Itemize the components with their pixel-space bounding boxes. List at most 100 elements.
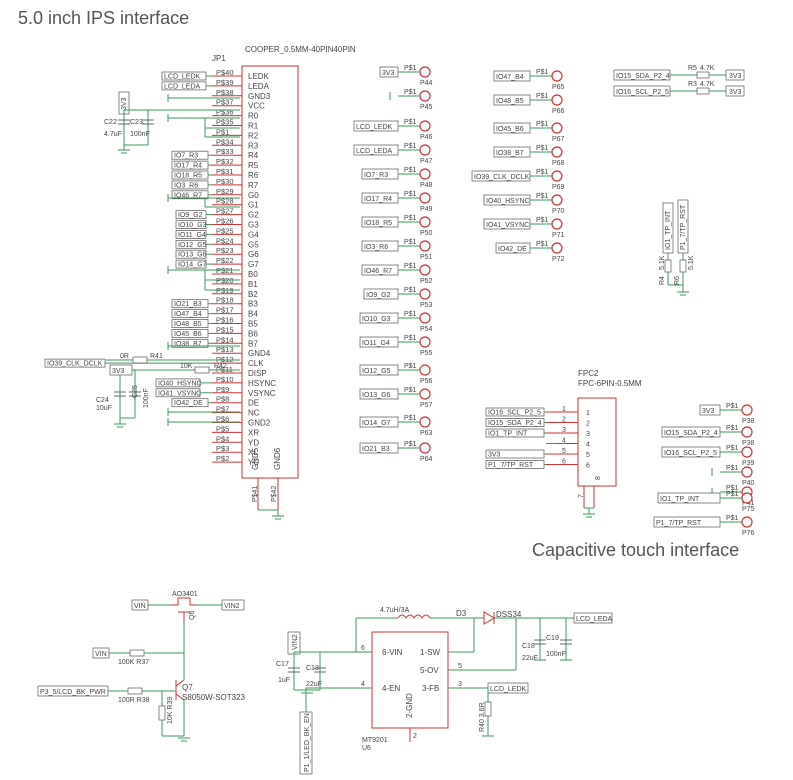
tp-name: P63 xyxy=(420,430,433,437)
title-main: 5.0 inch IPS interface xyxy=(18,8,189,28)
tp-net-label: IO21_B3 xyxy=(362,446,390,453)
jp1-pin-name: B4 xyxy=(248,310,258,319)
jp1-pin-name: G4 xyxy=(248,230,259,239)
svg-text:10uF: 10uF xyxy=(96,405,112,412)
net-label: IO11_G4 xyxy=(178,232,206,239)
svg-text:4.7K: 4.7K xyxy=(700,81,715,88)
boost-converter: VIN2 4.7uH/3A D3 DSS34 LCD_LEDA C19 C18 … xyxy=(276,607,613,775)
tp-name: P48 xyxy=(420,182,433,189)
svg-text:1-SW: 1-SW xyxy=(420,648,440,657)
svg-text:R42: R42 xyxy=(214,363,227,370)
svg-text:3V3: 3V3 xyxy=(729,89,742,96)
test-point xyxy=(419,388,431,400)
tp-net-label: IO48_B5 xyxy=(496,98,524,105)
net-label: IO48_B5 xyxy=(174,321,202,328)
jp1-pin-name: XR xyxy=(248,428,259,437)
jp1-pin-name: G3 xyxy=(248,221,259,230)
net-label: IO12_G5 xyxy=(178,242,207,249)
svg-text:R40 3.6R: R40 3.6R xyxy=(479,702,486,732)
jp1-p42: P$42 xyxy=(271,486,278,502)
tp-net-label: P1_7/TP_RST xyxy=(656,520,702,527)
jp1-pin-name: B6 xyxy=(248,329,258,338)
jp1-pin-name: R7 xyxy=(248,181,259,190)
tp-pad: P$1 xyxy=(404,311,417,318)
tp-pad: P$1 xyxy=(404,89,417,96)
test-point xyxy=(419,288,431,300)
svg-text:100nF: 100nF xyxy=(130,131,150,138)
test-point xyxy=(419,442,431,454)
net-label: IO42_DE xyxy=(174,400,203,407)
jp1-pin-number: P$33 xyxy=(216,147,234,156)
tp-pad: P$1 xyxy=(404,387,417,394)
jp1-gnd5: GND5 xyxy=(251,447,260,470)
tp-name: P52 xyxy=(420,278,433,285)
jp1-pin-number: P$34 xyxy=(216,137,234,146)
net-label: LCD_LEDA xyxy=(164,83,201,90)
tp-pad: P$1 xyxy=(404,287,417,294)
tp-net-label: LCD_LEDA xyxy=(356,148,393,155)
svg-text:S8050W-SOT323: S8050W-SOT323 xyxy=(182,693,246,702)
net-label: LCD_LEDK xyxy=(164,74,201,81)
jp1-pin-name: DISP xyxy=(248,369,267,378)
svg-text:FPC-6PIN-0.5MM: FPC-6PIN-0.5MM xyxy=(578,379,642,388)
tp-net-label: 3V3 xyxy=(702,408,715,415)
fpc-net-label: 3V3 xyxy=(488,452,501,459)
svg-text:U6: U6 xyxy=(362,745,371,752)
svg-text:IO15_SDA_P2_4: IO15_SDA_P2_4 xyxy=(616,73,670,80)
backlight-switch: AO3401 VIN VIN2 Q6 VIN 100K R37 Q7 S8050… xyxy=(37,591,246,742)
jp1-pin-name: R0 xyxy=(248,112,259,121)
svg-text:5.1K: 5.1K xyxy=(688,255,695,270)
jp1-pin-number: P$28 xyxy=(216,197,234,206)
svg-text:3V3: 3V3 xyxy=(729,73,742,80)
net-label: IO18_R5 xyxy=(174,173,202,180)
test-point xyxy=(741,404,753,416)
tp-pad: P$1 xyxy=(536,193,549,200)
left-passives: 3V3 C22 4.7uF C23 100nF 0R R41 xyxy=(96,91,240,428)
jp1-pin-number: P$37 xyxy=(216,98,234,107)
jp1-pin-number: P$4 xyxy=(216,434,229,443)
tp-net-label: LCD_LEDK xyxy=(356,124,393,131)
tp-name: P56 xyxy=(420,378,433,385)
jp1-pin-name: G7 xyxy=(248,260,259,269)
tp-name: P67 xyxy=(552,136,565,143)
svg-text:22uF: 22uF xyxy=(306,681,322,688)
svg-text:IO16_SCL_P2_5: IO16_SCL_P2_5 xyxy=(616,89,669,96)
svg-text:C24: C24 xyxy=(96,397,109,404)
fpc-pin-number-inner: 5 xyxy=(586,452,590,459)
fpc-pin-number: 3 xyxy=(562,427,566,434)
tp-name: P50 xyxy=(420,230,433,237)
net-label: IO40_HSYNC xyxy=(158,380,202,387)
svg-text:FPC2: FPC2 xyxy=(578,369,599,378)
test-point xyxy=(419,240,431,252)
jp1-pin-number: P$2 xyxy=(216,454,229,463)
jp1-pin-name: HSYNC xyxy=(248,379,276,388)
test-point xyxy=(551,122,563,134)
jp1-pin-name: B2 xyxy=(248,290,258,299)
svg-text:6: 6 xyxy=(361,645,365,652)
jp1-body xyxy=(241,65,299,479)
tp-net-label: 3V3 xyxy=(382,70,395,77)
test-point xyxy=(551,146,563,158)
tp-pad: P$1 xyxy=(726,445,739,452)
svg-text:VIN2: VIN2 xyxy=(292,634,299,650)
tp-net-label: IO13_G6 xyxy=(362,392,391,399)
fpc-pin-number: 2 xyxy=(562,417,566,424)
net-label: IO10_G3 xyxy=(178,222,207,229)
tp-pad: P$1 xyxy=(726,425,739,432)
svg-text:C23: C23 xyxy=(130,119,143,126)
test-point xyxy=(419,120,431,132)
svg-text:C18: C18 xyxy=(522,643,535,650)
jp1-pin-number: P$30 xyxy=(216,177,234,186)
tp-net-label: IO3_R6 xyxy=(364,244,388,251)
jp1-p41: P$41 xyxy=(252,486,259,502)
svg-text:4.7uF: 4.7uF xyxy=(104,131,122,138)
svg-text:LCD_LEDK: LCD_LEDK xyxy=(490,686,527,693)
svg-text:DSS34: DSS34 xyxy=(496,610,522,619)
jp1-pin-name: B0 xyxy=(248,270,258,279)
svg-text:1uF: 1uF xyxy=(278,677,290,684)
svg-text:100R R38: 100R R38 xyxy=(118,697,150,704)
svg-text:R6: R6 xyxy=(674,276,681,285)
test-point xyxy=(419,312,431,324)
jp1-pin-number: P$36 xyxy=(216,108,234,117)
jp1-pin-name: G1 xyxy=(248,201,259,210)
